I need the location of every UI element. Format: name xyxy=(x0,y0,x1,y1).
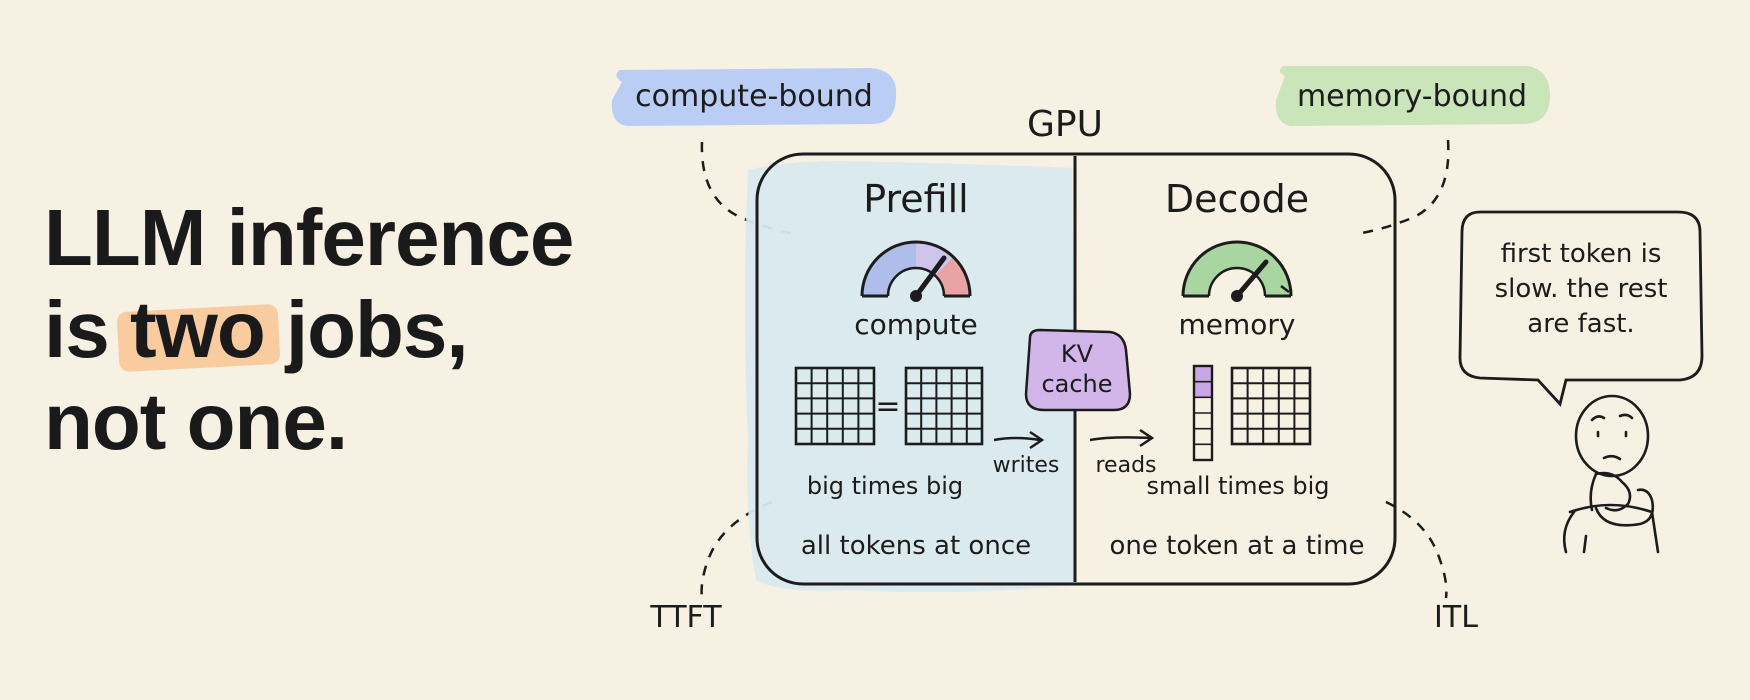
person-head xyxy=(1574,394,1650,478)
compute-bound-label: compute-bound xyxy=(635,79,873,114)
compute-gauge-outer-arc xyxy=(860,240,972,297)
decode-caption: small times big xyxy=(1146,472,1329,500)
compute-gauge-hub xyxy=(910,290,922,302)
memory-bound-tag: memory-bound xyxy=(1275,66,1550,126)
compute-gauge-segment-blue xyxy=(862,242,916,296)
kv-cache-line-2: cache xyxy=(1041,370,1112,398)
writes-label: writes xyxy=(993,453,1060,478)
kv-cache-shape xyxy=(1024,328,1132,412)
headline-highlight-word: two xyxy=(129,285,266,374)
prefill-title: Prefill xyxy=(863,177,968,221)
itl-connector xyxy=(1385,500,1448,599)
memory-bound-tag-shape xyxy=(1275,66,1550,126)
writes-arrowhead-icon xyxy=(1029,430,1045,450)
ttft-label: TTFT xyxy=(649,600,722,635)
decode-title: Decode xyxy=(1165,177,1309,221)
memory-gauge-hub xyxy=(1231,290,1243,302)
memory-bound-label: memory-bound xyxy=(1297,79,1527,114)
speech-bubble-line-3: are fast. xyxy=(1527,309,1634,339)
memory-gauge-inner-arc xyxy=(1207,266,1267,297)
compute-bound-tag-shape xyxy=(611,68,897,126)
decode-matrix-frame xyxy=(1230,366,1312,446)
prefill-matrix-right-frame xyxy=(904,366,984,446)
ttft-connector xyxy=(700,500,773,599)
prefill-caption: big times big xyxy=(807,472,963,500)
person-arm-left xyxy=(1562,510,1576,554)
headline-line-2-before: is xyxy=(44,285,130,374)
kv-cache-box: KV cache xyxy=(1024,328,1132,412)
memory-gauge-icon xyxy=(1181,240,1293,302)
person-mouth xyxy=(1602,454,1622,461)
memory-gauge-needle xyxy=(1234,259,1269,299)
person-hand xyxy=(1594,471,1632,512)
prefill-matrix-left xyxy=(794,366,876,446)
decode-matrix xyxy=(1230,366,1312,446)
person-arm-folded xyxy=(1594,488,1655,527)
memory-gauge-label: memory xyxy=(1179,308,1296,341)
headline-line-2-after: jobs, xyxy=(264,285,469,374)
reads-arrow xyxy=(1089,436,1151,442)
gpu-label: GPU xyxy=(1027,104,1103,145)
compute-gauge-needle xyxy=(913,255,947,299)
person-shoulders xyxy=(1568,503,1660,554)
gpu-box xyxy=(755,152,1397,586)
headline-line-3: not one. xyxy=(44,377,348,466)
reads-label: reads xyxy=(1095,453,1156,478)
decode-footer: one token at a time xyxy=(1110,531,1365,561)
kv-cache-line-1: KV xyxy=(1061,340,1094,368)
compute-bound-tag: compute-bound xyxy=(611,68,897,126)
person-brow-right xyxy=(1618,413,1634,420)
memory-gauge-fill xyxy=(1183,242,1291,296)
memory-gauge-outer-arc xyxy=(1181,240,1293,297)
person-body-left xyxy=(1582,534,1588,554)
headline-line-2: is two jobs, xyxy=(44,284,573,376)
speech-bubble: first token is slow. the rest are fast. xyxy=(1458,210,1704,407)
decode-token-vector xyxy=(1192,364,1214,462)
speech-bubble-shape xyxy=(1458,210,1704,407)
memory-gauge-tick xyxy=(1280,285,1290,293)
headline: LLM inference is two jobs, not one. xyxy=(44,192,574,468)
compute-gauge-label: compute xyxy=(854,308,978,341)
person-brow-left xyxy=(1590,415,1606,422)
headline-line-1: LLM inference xyxy=(44,193,574,282)
writes-arrow xyxy=(993,436,1041,442)
speech-bubble-line-2: slow. the rest xyxy=(1495,274,1668,304)
headline-highlight: two xyxy=(116,284,281,376)
compute-gauge-segment-red xyxy=(935,257,970,296)
compute-bound-connector xyxy=(700,141,797,236)
person-neck xyxy=(1589,472,1598,512)
compute-gauge-icon xyxy=(860,240,972,302)
prefill-matrix-right xyxy=(904,366,984,446)
prefill-matrix-left-frame xyxy=(794,366,876,446)
speech-bubble-line-1: first token is xyxy=(1501,239,1662,269)
thinking-person-icon xyxy=(1562,394,1660,554)
prefill-wash xyxy=(745,161,1076,593)
prefill-footer: all tokens at once xyxy=(801,531,1031,561)
compute-gauge-inner-arc xyxy=(886,266,946,297)
itl-label: ITL xyxy=(1434,600,1478,635)
reads-arrowhead-icon xyxy=(1139,428,1155,448)
memory-bound-connector xyxy=(1355,139,1450,236)
equals-sign: = xyxy=(875,389,900,424)
